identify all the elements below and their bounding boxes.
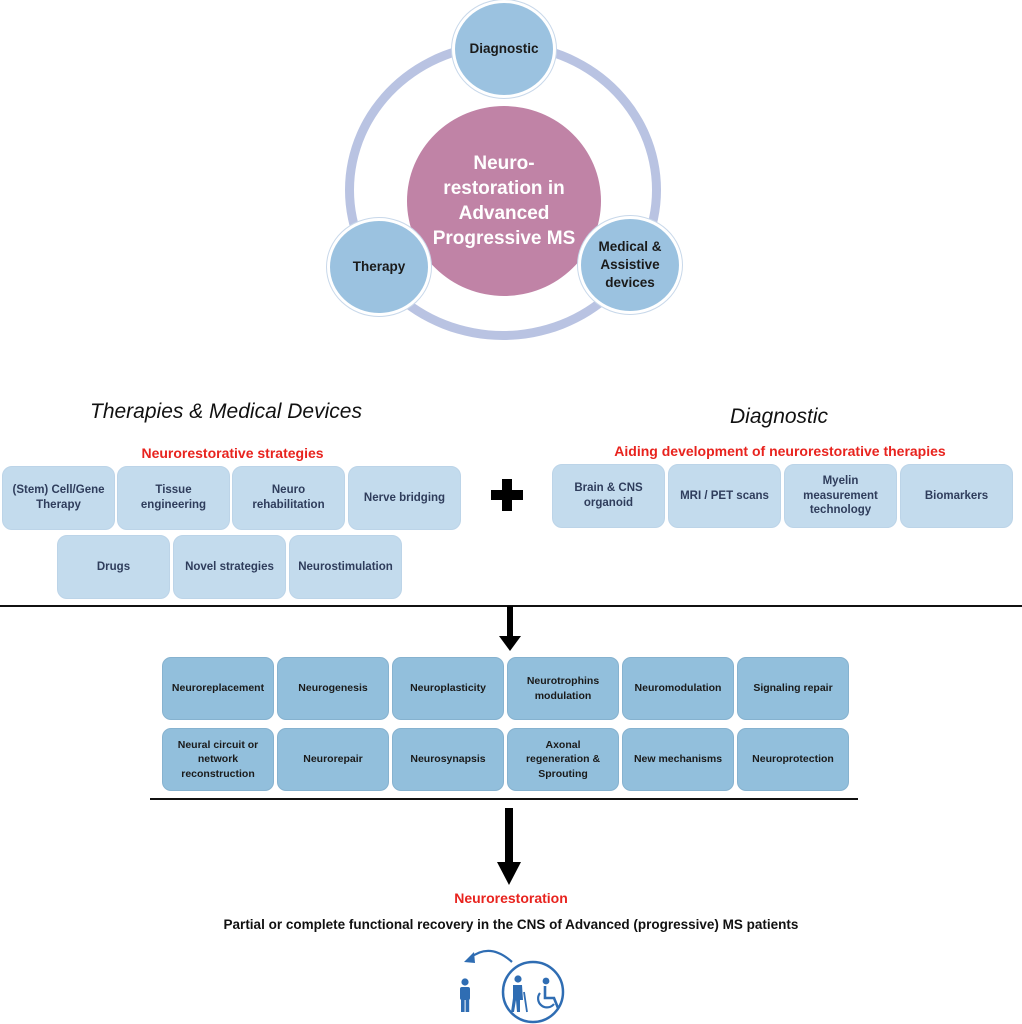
diagnostic-box: Biomarkers [900, 464, 1013, 528]
therapies-section-title: Therapies & Medical Devices [90, 400, 362, 423]
mechanism-box: Axonal regeneration & Sprouting [507, 728, 619, 791]
recovery-illustration [460, 949, 565, 1024]
hub-center-circle: Neuro-restoration in Advanced Progressiv… [404, 103, 604, 299]
hub-node-diagnostic-label: Diagnostic [469, 40, 539, 56]
mechanism-box: Neurosynapsis [392, 728, 504, 791]
strategy-box: Neuro rehabilitation [232, 466, 345, 530]
divider-line [150, 798, 858, 800]
therapies-subtitle: Neurorestorative strategies [141, 445, 324, 461]
down-arrow-icon [497, 808, 521, 885]
mechanism-box: Neuroreplacement [162, 657, 274, 720]
mechanism-box: New mechanisms [622, 728, 734, 791]
diagnostic-box: Brain & CNS organoid [552, 464, 665, 528]
outcome-description: Partial or complete functional recovery … [223, 917, 799, 932]
mechanism-box: Signaling repair [737, 657, 849, 720]
diagnostic-box: Myelin measurement technology [784, 464, 897, 528]
mechanism-box: Neuroprotection [737, 728, 849, 791]
diagnostic-section-title: Diagnostic [730, 405, 829, 428]
plus-icon [491, 479, 523, 511]
wheelchair-icon [537, 977, 560, 1009]
mechanism-box: Neural circuit or network reconstruction [162, 728, 274, 791]
mechanism-box: Neuroplasticity [392, 657, 504, 720]
down-arrow-icon [499, 606, 521, 651]
elderly-person-cane-icon [511, 975, 528, 1013]
mechanism-box: Neurogenesis [277, 657, 389, 720]
diagnostic-subtitle: Aiding development of neurorestorative t… [614, 443, 946, 459]
hub-node-devices: Medical & Assistive devices [578, 216, 682, 314]
strategy-box: Tissue engineering [117, 466, 230, 530]
strategy-box: Neurostimulation [289, 535, 402, 599]
hub-center-label: Neuro-restoration in Advanced Progressiv… [432, 152, 576, 250]
strategy-box: Nerve bridging [348, 466, 461, 530]
mechanism-box: Neurotrophins modulation [507, 657, 619, 720]
diagnostic-box: MRI / PET scans [668, 464, 781, 528]
hub-node-diagnostic: Diagnostic [452, 0, 556, 98]
strategy-box: Drugs [57, 535, 170, 599]
hub-node-therapy: Therapy [327, 218, 431, 316]
mechanism-box: Neuromodulation [622, 657, 734, 720]
strategy-box: Novel strategies [173, 535, 286, 599]
outcome-title: Neurorestoration [454, 890, 568, 906]
hub-node-therapy-label: Therapy [352, 258, 406, 274]
curved-arrow-icon [464, 949, 513, 963]
hub-node-devices-label: Medical & Assistive devices [598, 238, 662, 291]
mechanism-box: Neurorepair [277, 728, 389, 791]
strategy-box: (Stem) Cell/Gene Therapy [2, 466, 115, 530]
standing-person-icon [460, 978, 470, 1012]
